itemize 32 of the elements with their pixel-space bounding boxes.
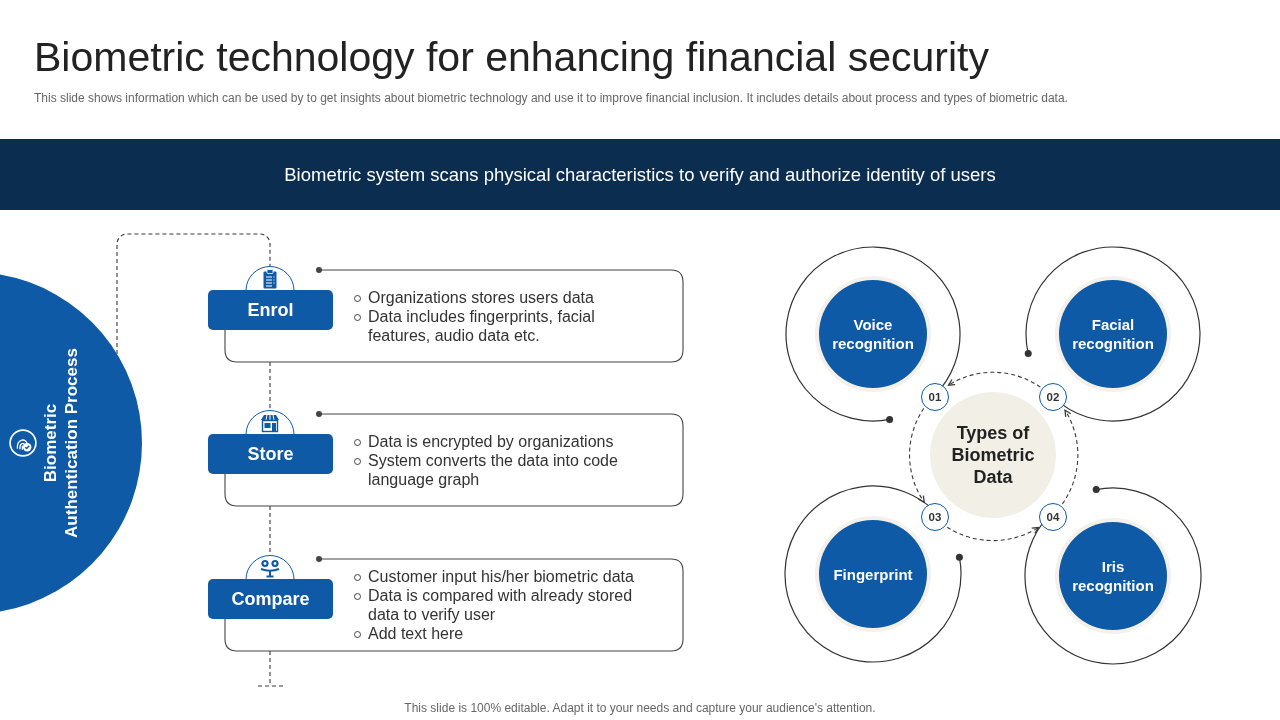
dashed-arrow [947, 371, 1041, 388]
step-tag: Compare [208, 579, 333, 619]
slide-title: Biometric technology for enhancing financial security [34, 34, 989, 80]
bullet-text: Data is encrypted by organizations [368, 431, 615, 451]
circle-label: Iris recognition [1071, 557, 1155, 595]
bullet-text: Data includes fingerprints, facial features, audio data etc. [368, 306, 596, 345]
footer-note: This slide is 100% editable. Adapt it to your needs and capture your audience's attention. [404, 701, 876, 715]
dashed-arrow [909, 407, 925, 503]
header-banner [0, 139, 1280, 210]
circle-label: Voice recognition [831, 315, 915, 353]
number-badge: 01 [921, 383, 949, 411]
number-badge: 04 [1039, 503, 1067, 531]
step-tag: Store [208, 434, 333, 474]
banner-text: Biometric system scans physical characteristics to verify and authorize identity of users [284, 163, 996, 186]
dashed-arrow [1061, 409, 1079, 505]
number-badge: 02 [1039, 383, 1067, 411]
bullet-text: System converts the data into code language graph [368, 450, 619, 489]
bullet-text: Add text here [368, 624, 465, 643]
step-tag: Enrol [208, 290, 333, 330]
bullet-text: Customer input his/her biometric data [368, 567, 635, 586]
bullet-text: Data is compared with already stored data to verify user [368, 586, 634, 624]
bullet-text: Organizations stores users data [368, 287, 595, 307]
dashed-connector-line [116, 233, 271, 355]
number-badge: 03 [921, 503, 949, 531]
vertical-heading: Biometric Authentication Process [40, 347, 82, 540]
dashed-arrow [946, 526, 1039, 541]
dashed-connector-line [269, 361, 271, 411]
center-heading: Types of Biometric Data [950, 422, 1036, 488]
circle-label: Fingerprint [833, 564, 913, 584]
dashed-connector-line [257, 650, 284, 687]
slide-subtitle: This slide shows information which can be used by to get insights about biometric technology and use it to improve financial inclusion. It includes details about process and types of biometric data. [34, 91, 1068, 105]
circle-label: Facial recognition [1071, 315, 1155, 353]
